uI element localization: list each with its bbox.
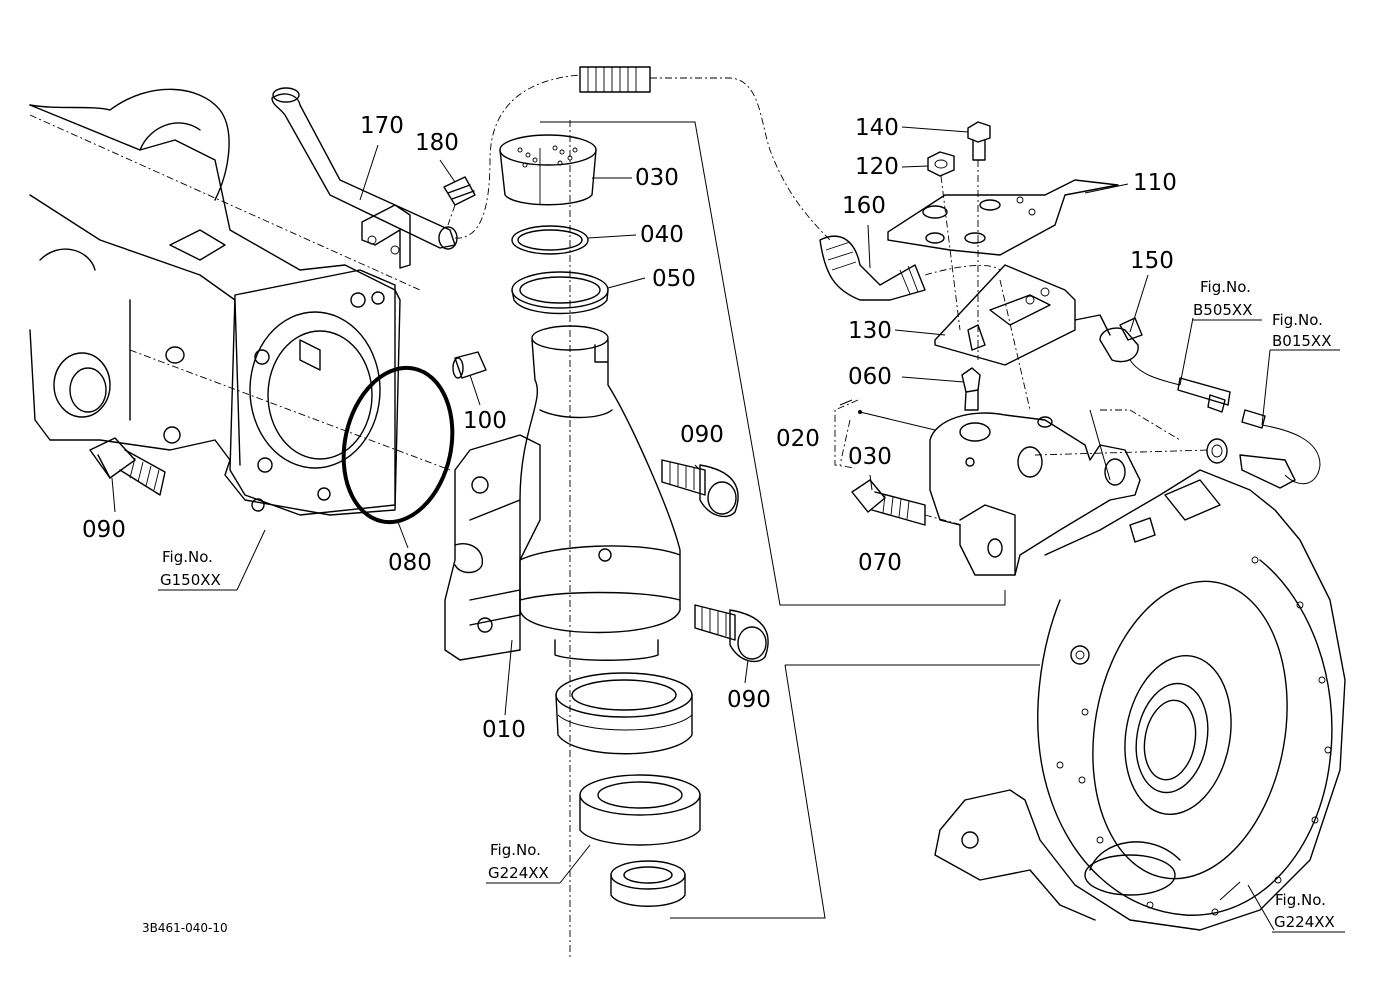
label-070: 070 (858, 550, 902, 576)
grease-nipple-060 (961, 367, 981, 411)
label-170: 170 (360, 113, 404, 139)
clamp-150 (1099, 317, 1143, 363)
figure-references: Fig.No. G150XX Fig.No. B505XX Fig.No. B0… (158, 278, 1345, 933)
steering-arm-020 (839, 399, 1141, 576)
label-090-lower-right: 090 (727, 687, 771, 713)
label-150: 150 (1130, 248, 1174, 274)
label-160: 160 (842, 193, 886, 219)
label-180: 180 (415, 130, 459, 156)
leader-lines (111, 126, 1275, 931)
bushing-030 (499, 134, 597, 206)
label-130: 130 (848, 318, 892, 344)
label-030-lower: 030 (848, 444, 892, 470)
pin-100 (452, 351, 487, 379)
bolt-090-lower-right (694, 604, 769, 663)
label-060: 060 (848, 364, 892, 390)
kingpin-housing-010 (444, 120, 681, 960)
explosion-guide-lines (540, 121, 1211, 919)
label-120: 120 (855, 154, 899, 180)
hose-160 (454, 66, 1001, 301)
axle-housing-left (29, 88, 451, 516)
svg-text:Fig.No.: Fig.No. (490, 841, 541, 859)
svg-text:G224XX: G224XX (1274, 913, 1335, 931)
label-080: 080 (388, 550, 432, 576)
bolt-090-left (89, 437, 166, 496)
bearing-upper (555, 672, 693, 755)
svg-text:B015XX: B015XX (1272, 332, 1331, 350)
label-100: 100 (463, 408, 507, 434)
label-040: 040 (640, 222, 684, 248)
label-090-upper-right: 090 (680, 422, 724, 448)
wire-harness (1129, 359, 1321, 485)
seal-050 (511, 271, 609, 315)
svg-text:Fig.No.: Fig.No. (1200, 278, 1251, 296)
label-090-left: 090 (82, 517, 126, 543)
bolt-070 (851, 479, 963, 526)
bolt-090-upper-right (661, 459, 739, 518)
svg-text:Fig.No.: Fig.No. (1272, 311, 1323, 329)
drawing-code: 3B461-040-10 (142, 921, 228, 935)
seal-040 (511, 225, 589, 255)
o-ring-080 (341, 365, 455, 525)
label-110: 110 (1133, 170, 1177, 196)
svg-text:G224XX: G224XX (488, 864, 549, 882)
final-case-right (934, 469, 1346, 931)
sensor-bracket-130 (934, 264, 1111, 366)
bearing-middle (579, 774, 701, 846)
fitting-180 (443, 176, 476, 226)
svg-text:B505XX: B505XX (1193, 301, 1252, 319)
label-140: 140 (855, 115, 899, 141)
label-030-upper: 030 (635, 165, 679, 191)
figref-b015: Fig.No. B015XX (1270, 311, 1340, 351)
bolt-140 (967, 121, 991, 360)
figref-b505: Fig.No. B505XX (1192, 278, 1262, 321)
cover-plate-110 (887, 179, 1119, 256)
figref-g224-right: Fig.No. G224XX (1272, 891, 1345, 933)
bearing-lower (610, 860, 686, 907)
svg-text:Fig.No.: Fig.No. (162, 548, 213, 566)
label-020: 020 (776, 426, 820, 452)
figref-g150: Fig.No. G150XX (158, 548, 237, 591)
figref-g224-center: Fig.No. G224XX (486, 841, 560, 884)
washer-sensor (1206, 438, 1296, 489)
part-labels: 170 180 030 040 050 140 120 110 160 150 … (82, 113, 1177, 743)
label-010: 010 (482, 717, 526, 743)
label-050: 050 (652, 266, 696, 292)
svg-text:Fig.No.: Fig.No. (1275, 891, 1326, 909)
svg-text:G150XX: G150XX (160, 571, 221, 589)
nut-120 (927, 151, 961, 331)
